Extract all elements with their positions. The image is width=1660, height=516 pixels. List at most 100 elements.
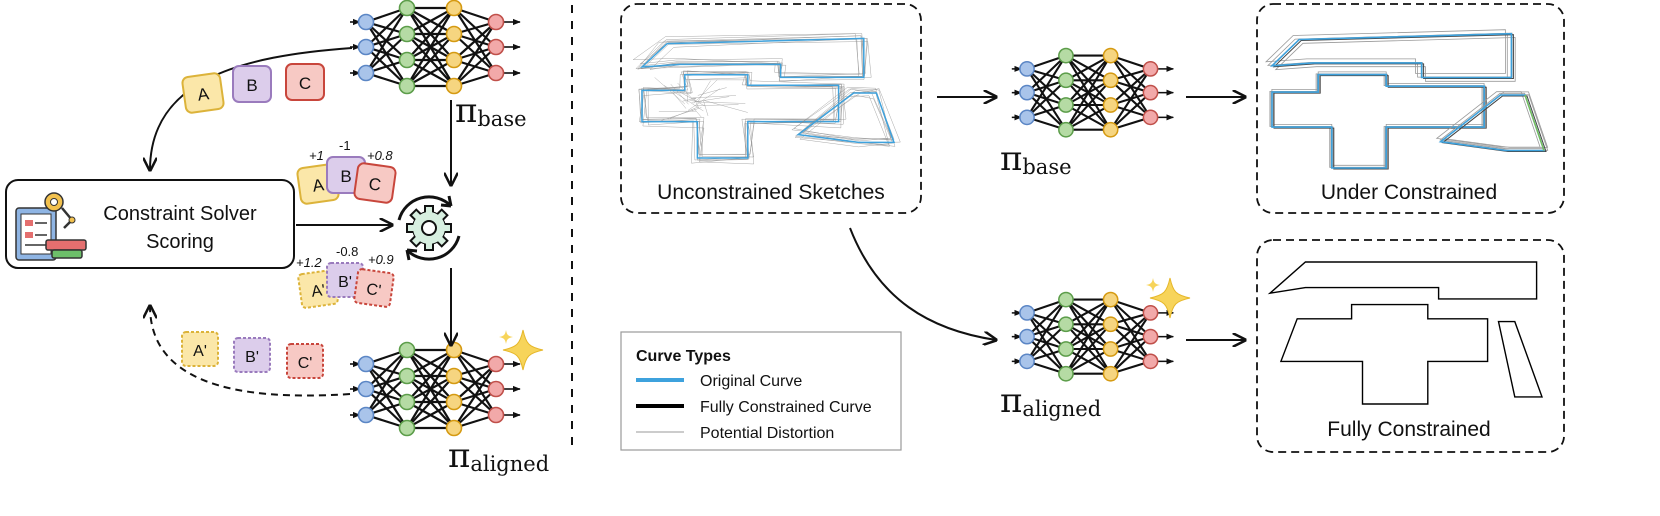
solver-title-line2: Scoring (146, 231, 214, 253)
distortion-ray (668, 106, 699, 120)
policy-aligned-network (350, 341, 521, 437)
partial-constraint-curve (1441, 95, 1547, 152)
distortion-stroke (1274, 37, 1516, 82)
sketch-to-aligned-arrow (849, 227, 996, 340)
output-node (1142, 328, 1159, 345)
unconstrained-sketch-drawing (632, 33, 901, 165)
fully-constrained-label: Fully Constrained (1327, 418, 1490, 441)
distortion-stroke (632, 33, 860, 75)
output-node (1142, 109, 1159, 126)
original-curve (641, 74, 840, 159)
input-node (357, 380, 375, 398)
network-edge (453, 21, 497, 61)
hidden2-node (1102, 365, 1119, 382)
distortion-ray (654, 77, 686, 105)
svg-text:B': B' (338, 274, 352, 291)
under-constrained-label: Under Constrained (1321, 181, 1497, 204)
input-node (357, 64, 375, 82)
candidate-card-c-prime: C' (286, 343, 324, 379)
distortion-ray (677, 82, 694, 101)
hidden2-node (1102, 121, 1119, 138)
hidden1-node (1058, 121, 1074, 138)
original-curve (639, 37, 865, 79)
network-edge (406, 7, 455, 35)
input-node (357, 13, 375, 31)
output-node (487, 406, 505, 424)
input-node (357, 406, 375, 424)
score-a: +1 (309, 148, 324, 163)
network-edge (1109, 312, 1152, 375)
candidate-card-a-prime: A' (181, 331, 219, 367)
distortion-ray (691, 95, 737, 99)
output-node (1142, 61, 1159, 77)
legend-title: Curve Types (636, 348, 731, 365)
network-edge (1109, 335, 1152, 375)
scored-card-c-prime: C' (353, 268, 395, 308)
input-node (1019, 109, 1035, 126)
input-node (1019, 61, 1035, 77)
original-curve (796, 92, 896, 144)
network-edge (453, 363, 497, 429)
distortion-ray (686, 90, 688, 103)
distortion-ray (703, 100, 709, 116)
network-edge (1026, 79, 1067, 119)
distortion-stroke (642, 71, 842, 161)
left-panel: πbase πaligned Cons (5, 0, 549, 476)
distortion-stroke (641, 71, 842, 155)
candidate-card-c: C (285, 63, 325, 101)
network-edge (1065, 298, 1112, 350)
distortion-stroke (799, 94, 894, 148)
constrained-edge (1524, 94, 1545, 151)
network-edge (1109, 68, 1152, 131)
hidden2-node (445, 25, 463, 43)
network-edge (365, 375, 408, 416)
distortion-ray (693, 108, 702, 118)
hidden2-node (445, 77, 463, 95)
policy-base-symbol: πbase (455, 91, 527, 131)
legend-item-original: Original Curve (700, 373, 802, 390)
fully-constrained-box (1256, 239, 1565, 453)
input-node (357, 38, 375, 56)
candidate-card-a: A (181, 72, 225, 114)
sparkle-icon (499, 329, 544, 371)
svg-text:C: C (367, 174, 382, 195)
network-edge (1065, 104, 1112, 131)
network-edge (1026, 299, 1067, 362)
original-curve (1269, 32, 1513, 79)
optimizer-gear-icon (397, 195, 461, 261)
svg-text:C: C (299, 74, 311, 93)
policy-base-symbol-right: πbase (1000, 139, 1072, 179)
original-curve (1271, 73, 1485, 169)
network-edge (406, 349, 455, 429)
hidden1-node (1058, 72, 1074, 89)
distortion-ray (673, 93, 687, 109)
hidden1-node (398, 25, 416, 43)
network-edge (453, 46, 497, 87)
svg-text:C': C' (298, 355, 313, 372)
right-panel: Unconstrained Sketches Under Constrained… (620, 3, 1565, 453)
output-node (487, 64, 505, 82)
network-edge (453, 388, 497, 429)
candidate-card-b-prime: B' (233, 337, 271, 373)
network-edge (453, 363, 497, 403)
hidden2-node (1102, 97, 1119, 113)
legend-item-distortion: Potential Distortion (700, 425, 834, 442)
input-node (1019, 353, 1035, 370)
distortion-stroke (799, 88, 892, 142)
svg-text:A': A' (193, 343, 207, 360)
network-edge (1065, 299, 1112, 375)
network-edge (365, 7, 408, 74)
hidden2-node (445, 341, 463, 359)
hidden1-node (1058, 47, 1074, 64)
policy-aligned-network-right (1011, 291, 1175, 382)
output-node (1142, 84, 1159, 101)
score-c-prime: +0.9 (368, 252, 394, 267)
hidden1-node (1058, 316, 1074, 333)
solver-engineer-icon (15, 192, 87, 261)
network-edge (1026, 323, 1067, 363)
hidden1-node (1058, 341, 1074, 357)
policy-aligned-symbol-right: πaligned (1000, 381, 1101, 421)
hidden1-node (398, 367, 416, 385)
network-edge (1065, 348, 1112, 375)
